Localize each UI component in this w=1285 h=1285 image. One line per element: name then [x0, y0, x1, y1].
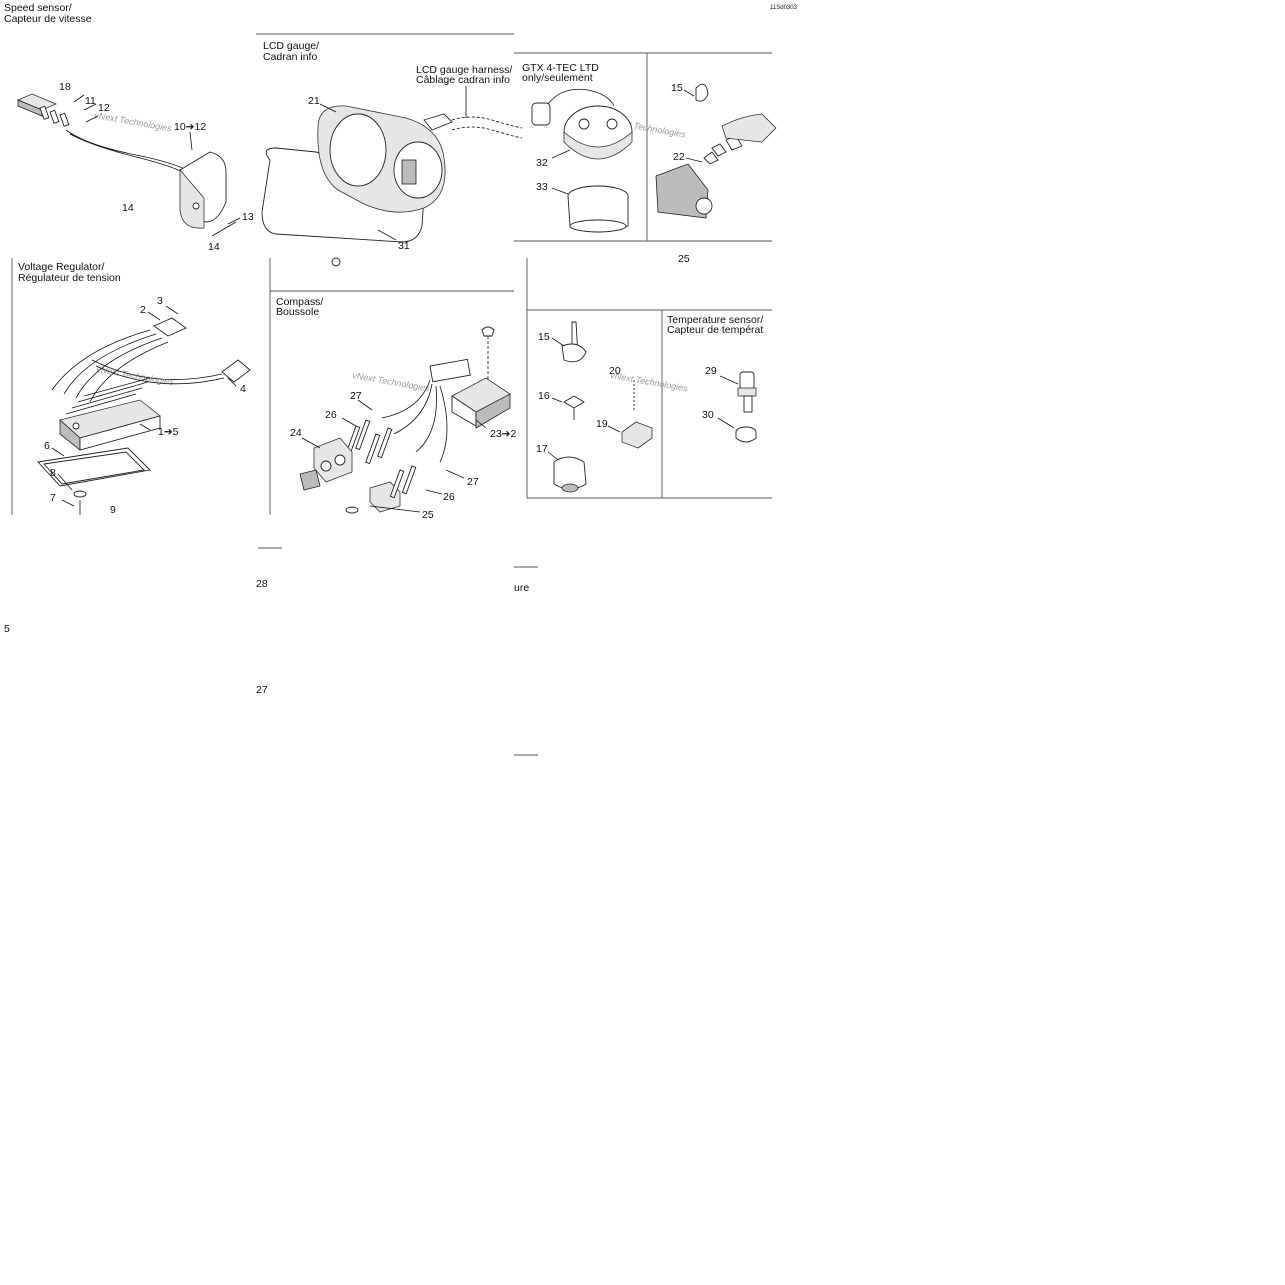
callout-11: 11: [85, 95, 96, 107]
fragment-27: 27: [256, 684, 268, 696]
callout-9: 9: [110, 504, 116, 516]
compass-drawing: [299, 326, 511, 514]
fragment-5: 5: [4, 623, 10, 635]
callout-26b: 26: [443, 491, 455, 503]
lcd-harness-label: LCD gauge harness/: [416, 64, 512, 76]
callout-25a: 25: [678, 253, 690, 265]
callout-23-2: 23➔2: [490, 428, 516, 440]
callout-19: 19: [596, 418, 608, 430]
fragment-ure: ure: [514, 582, 529, 594]
lcd-harness-label-fr: Câblage cadran info: [416, 74, 510, 86]
watermark: vNext Technologies: [352, 370, 431, 394]
compass-title-fr: Boussole: [276, 306, 319, 318]
callout-20: 20: [609, 365, 621, 377]
callout-3: 3: [157, 295, 163, 307]
drawing-id: 11Sd0303: [770, 5, 798, 11]
watermark: vNext Technologies: [610, 370, 689, 394]
callout-1-5: 1➔5: [158, 426, 179, 438]
voltage-regulator-title-fr: Régulateur de tension: [18, 272, 121, 284]
callout-22: 22: [673, 151, 685, 163]
callout-7: 7: [50, 492, 56, 504]
lcd-gauge-title-fr: Cadran info: [263, 51, 317, 63]
watermark: vNext Technologies: [96, 364, 175, 388]
callout-31: 31: [398, 240, 410, 252]
voltage-regulator-title: Voltage Regulator/: [18, 261, 104, 273]
callout-25b: 25: [422, 509, 434, 521]
callout-14b: 14: [208, 241, 220, 253]
clips-drawing: [547, 321, 653, 493]
lcd-gauge-drawing: [261, 86, 523, 267]
temperature-sensor-title: Temperature sensor/: [667, 314, 763, 326]
gtx-ltd-title-fr: only/seulement: [522, 72, 593, 84]
callout-8: 8: [50, 467, 56, 479]
speed-sensor-title-fr: Capteur de vitesse: [4, 13, 92, 25]
callout-33: 33: [536, 181, 548, 193]
callout-15b: 15: [538, 331, 550, 343]
fragment-28: 28: [256, 578, 268, 590]
callout-21: 21: [308, 95, 320, 107]
voltage-regulator-drawing: [37, 305, 251, 515]
lcd-gauge-title: LCD gauge/: [263, 40, 319, 52]
callout-10-12: 10➔12: [174, 121, 206, 133]
temperature-sensor-drawing: [717, 371, 757, 443]
compass-title: Compass/: [276, 296, 323, 308]
callout-32: 32: [536, 157, 548, 169]
callout-26a: 26: [325, 409, 337, 421]
gtx-ltd-title: GTX 4-TEC LTD: [522, 62, 599, 74]
callout-24: 24: [290, 427, 302, 439]
callout-27a: 27: [350, 390, 362, 402]
callout-13: 13: [242, 211, 254, 223]
callout-15a: 15: [671, 82, 683, 94]
gtx-ltd-drawing: [531, 83, 777, 233]
section-frames: [11, 33, 772, 756]
callout-17: 17: [536, 443, 548, 455]
callout-2: 2: [140, 304, 146, 316]
callout-27b: 27: [467, 476, 479, 488]
callout-14a: 14: [122, 202, 134, 214]
callout-16: 16: [538, 390, 550, 402]
speed-sensor-drawing: [16, 93, 241, 237]
speed-sensor-title: Speed sensor/: [4, 2, 72, 14]
callout-4: 4: [240, 383, 246, 395]
callout-12: 12: [98, 102, 110, 114]
callout-30: 30: [702, 409, 714, 421]
callout-18: 18: [59, 81, 71, 93]
callout-29: 29: [705, 365, 717, 377]
callout-6: 6: [44, 440, 50, 452]
temperature-sensor-title-fr: Capteur de températ: [667, 324, 763, 336]
